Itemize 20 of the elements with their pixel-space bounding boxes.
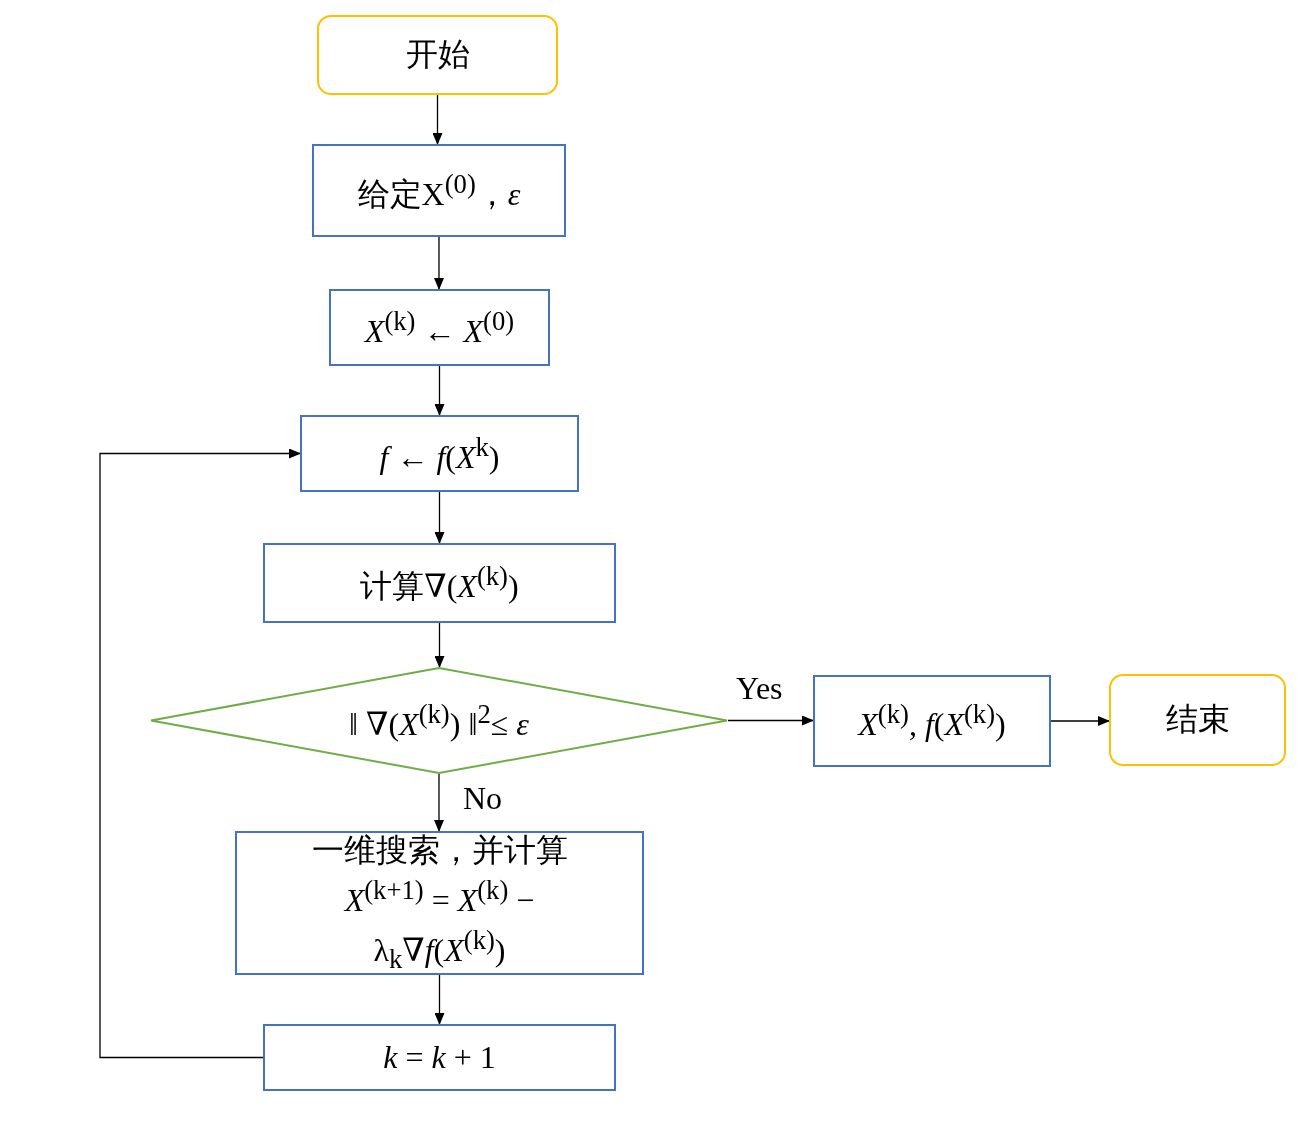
terminal-box: 结束 xyxy=(1109,674,1286,766)
arrow xyxy=(434,622,445,668)
arrow xyxy=(434,773,444,832)
arrow xyxy=(727,715,814,726)
arrow xyxy=(434,365,445,416)
arrow xyxy=(432,94,443,145)
process-box: f ← f(X$^{k}$) xyxy=(300,415,579,492)
process-box: 计算∇(X$^{(k)}$) xyxy=(263,543,616,623)
process-box: 一维搜索，并计算 X$^{(k+1)}$ = X$^{(k)}$ − λ$_{k}$∇f(X$^{(k)}$) xyxy=(235,831,644,975)
process-box: 给定X$^{(0)}$，ε xyxy=(312,144,566,237)
process-box: X$^{(k)}$, f(X$^{(k)}$) xyxy=(813,675,1051,767)
terminal-box: 开始 xyxy=(317,15,558,95)
arrow xyxy=(434,974,445,1025)
process-box: k = k + 1 xyxy=(263,1024,616,1091)
arrow xyxy=(99,448,301,1059)
arrow xyxy=(1050,716,1110,726)
arrow xyxy=(434,236,444,290)
decision-diamond: ‖ ∇(X$^{(k)}$) ‖$^{2}$≤ ε xyxy=(150,667,728,774)
arrow xyxy=(434,491,445,544)
process-box: X$^{(k)}$ ← X$^{(0)}$ xyxy=(329,289,550,366)
